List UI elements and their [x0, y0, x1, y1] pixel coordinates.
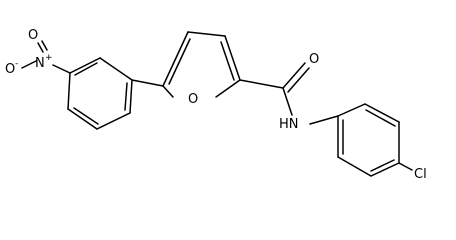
- nitrophenyl-ring: [67, 57, 133, 130]
- nitro-oxide-charge-label: -: [15, 59, 18, 69]
- c-cl-bond: [398, 162, 413, 171]
- carboxamide-group: [239, 62, 310, 116]
- structure-canvas: O - N + O O O HN Cl: [5, 28, 427, 182]
- n-aryl-bond: [309, 115, 339, 125]
- furan-ring: [162, 31, 241, 98]
- molecule-drawing: O - N + O O O HN Cl: [5, 28, 427, 182]
- biaryl-bond: [131, 79, 164, 87]
- nitro-nitrogen-label: N: [35, 56, 45, 71]
- furan-oxygen-label: O: [188, 92, 198, 107]
- carbonyl-oxygen-label: O: [309, 52, 319, 67]
- nitro-nitrogen-charge-label: +: [45, 53, 53, 63]
- nitro-oxide-oxygen-label: O: [5, 62, 15, 77]
- nitro-group: [21, 40, 71, 74]
- amide-nh-label: HN: [279, 117, 299, 132]
- chlorine-label: Cl: [414, 167, 427, 182]
- chlorophenyl-ring: [337, 103, 400, 177]
- nitro-oxygen-label: O: [28, 28, 38, 43]
